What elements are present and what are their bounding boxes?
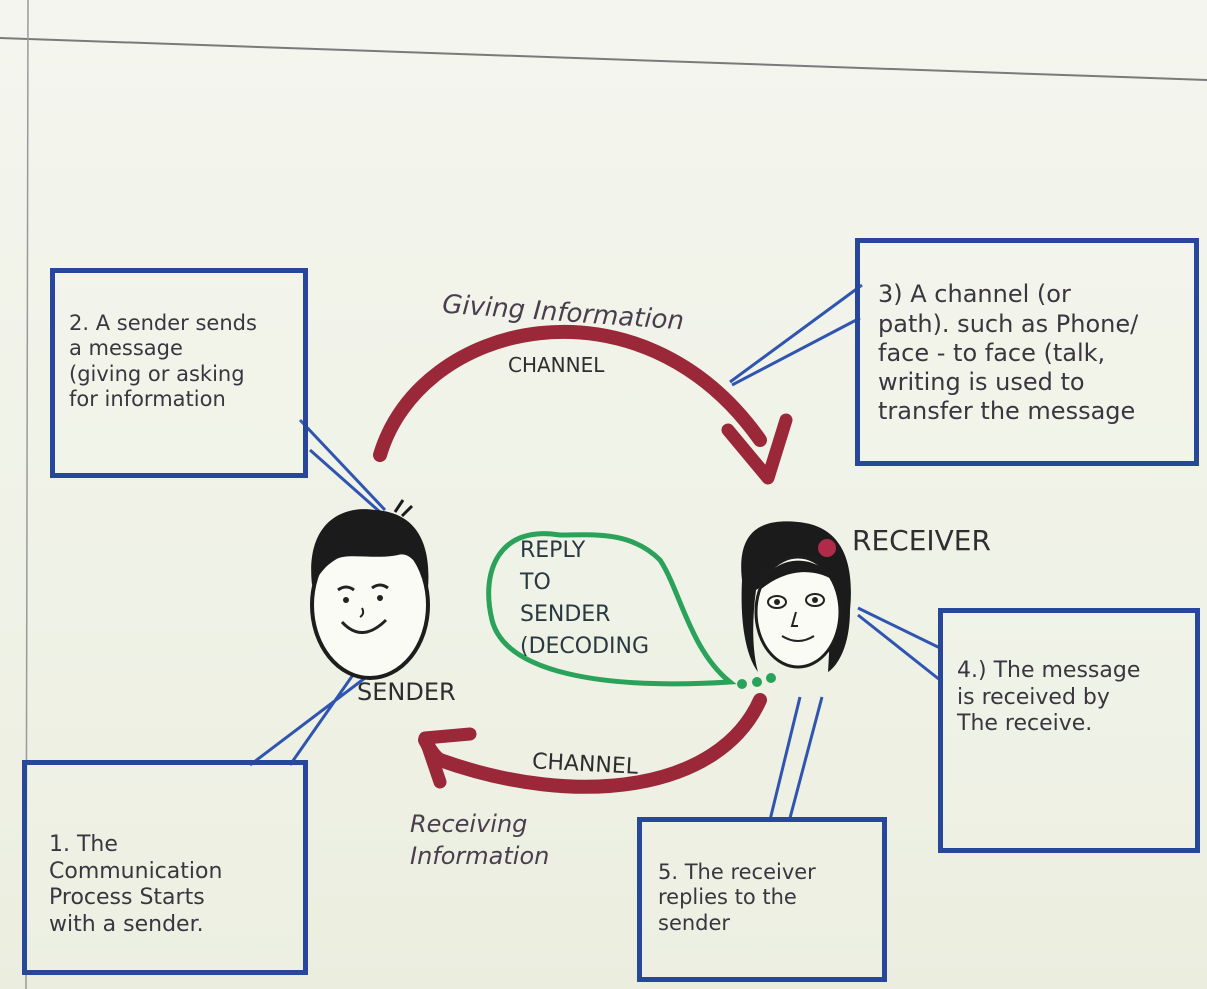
note-box-sender-sends: 2. A sender sends a message (giving or a… [50,268,308,478]
arrow-head-left [418,727,477,789]
channel-label-top: CHANNEL [508,353,605,377]
receiver-label: RECEIVER [852,524,991,557]
note-box-message-received: 4.) The message is received by The recei… [938,608,1200,853]
receiving-information-label: Receiving Information [410,810,550,871]
callout-pointers [249,283,941,821]
receiver-face-icon [741,521,851,672]
note-box-channel: 3) A channel (or path). such as Phone/ f… [855,238,1199,466]
sender-label: SENDER [357,678,456,706]
reply-bubble-text: REPLY TO SENDER (DECODING [520,538,650,659]
note-box-receiver-replies: 5. The receiver replies to the sender [637,817,887,982]
note-text-receiver-replies: 5. The receiver replies to the sender [658,859,816,935]
note-text-sender-sends: 2. A sender sends a message (giving or a… [69,310,257,412]
page-top-rule [0,37,1207,81]
note-text-process-starts: 1. The Communication Process Starts with… [49,831,223,938]
note-text-message-received: 4.) The message is received by The recei… [957,657,1141,737]
bubble-dots [737,673,776,689]
pointer-box-1 [249,671,366,767]
pointer-box-5 [768,696,824,821]
arrow-giving-information [373,324,767,462]
pointer-box-4 [857,606,941,682]
arrow-head-right [721,413,793,485]
note-box-process-starts: 1. The Communication Process Starts with… [22,760,308,975]
reply-speech-bubble [486,531,737,687]
sender-face-icon [310,499,430,680]
pointer-box-3 [729,283,863,387]
pointer-box-2 [298,418,387,514]
note-text-channel: 3) A channel (or path). such as Phone/ f… [878,280,1139,426]
